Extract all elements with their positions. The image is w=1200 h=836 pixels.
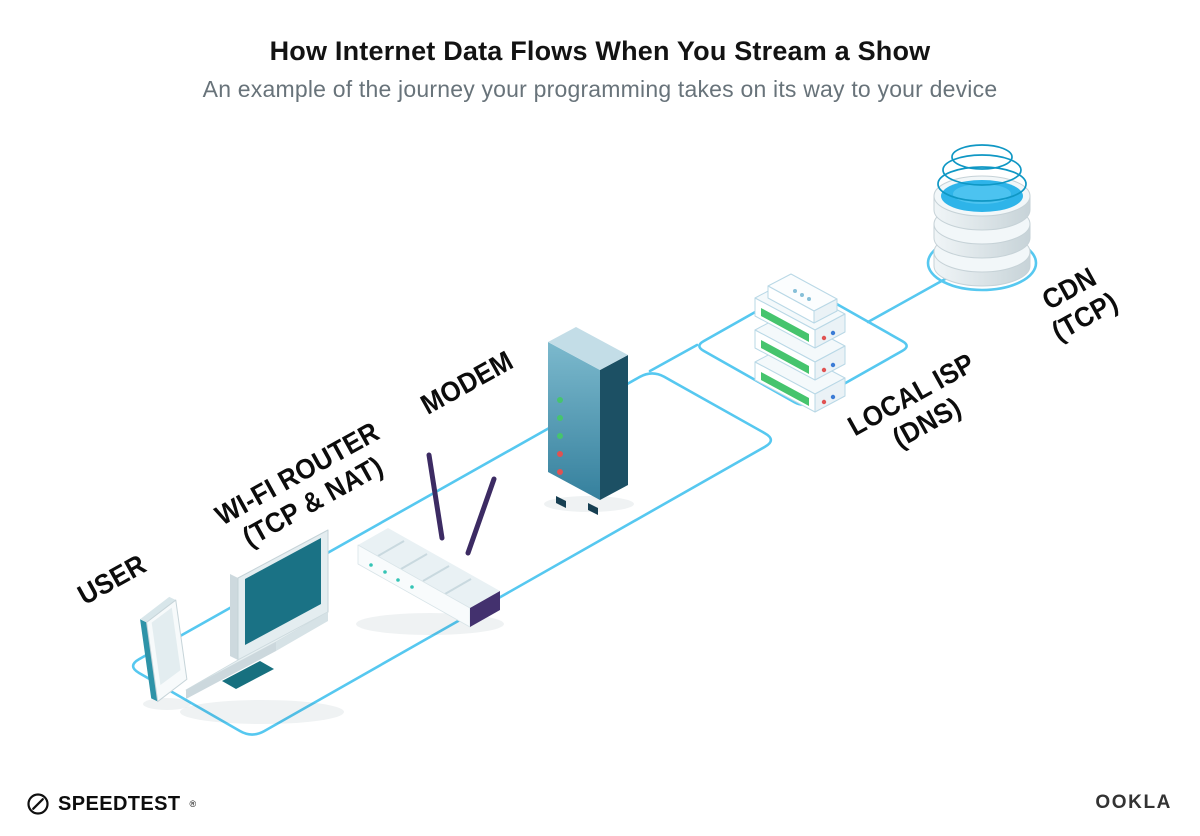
ookla-wordmark: OOKLA <box>1095 792 1172 813</box>
modem-icon <box>548 327 628 515</box>
cdn-database-icon <box>933 144 1031 287</box>
router-antennas <box>426 452 497 556</box>
router-leds <box>369 563 414 589</box>
home-network-loop-line <box>131 372 773 736</box>
laptop-keyboard <box>222 661 274 689</box>
phone-icon <box>140 596 188 703</box>
modem-to-isp-line <box>648 343 699 373</box>
cdn-vortex-rings <box>937 144 1027 202</box>
speedtest-logo: SPEEDTEST ® <box>26 792 196 816</box>
router-icon <box>357 452 500 628</box>
speedtest-gauge-icon <box>27 793 49 815</box>
isp-to-cdn-line <box>866 276 949 324</box>
speedtest-wordmark: SPEEDTEST <box>58 792 181 815</box>
header: How Internet Data Flows When You Stream … <box>0 36 1200 103</box>
laptop-icon <box>185 529 329 699</box>
page-title: How Internet Data Flows When You Stream … <box>269 36 931 66</box>
server-top-unit <box>767 273 838 324</box>
isp-server-icon <box>754 273 846 413</box>
modem-leds <box>557 397 563 475</box>
page-subtitle: An example of the journey your programmi… <box>202 76 998 102</box>
registered-mark: ® <box>189 799 197 809</box>
